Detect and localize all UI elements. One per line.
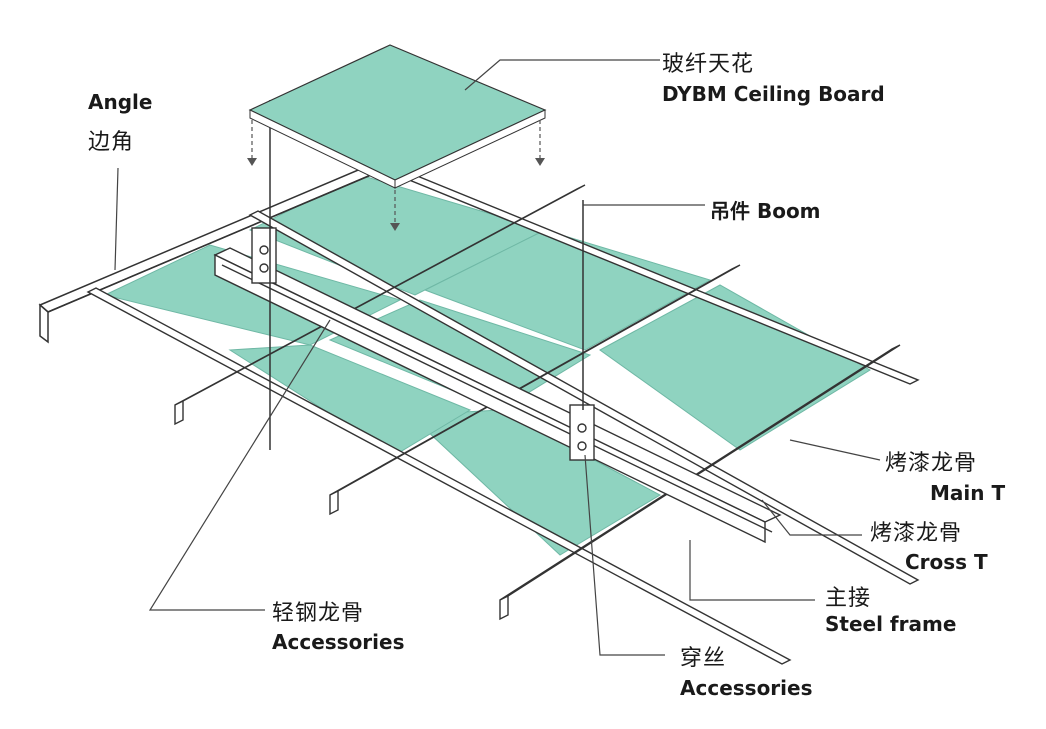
accessories-bottom-label-cn: 穿丝	[680, 646, 727, 671]
boom-label: 吊件 Boom	[710, 199, 821, 223]
leader-lines	[114, 59, 881, 656]
accessories-left-label-cn: 轻钢龙骨	[272, 601, 365, 626]
angle-label-cn: 边角	[88, 130, 135, 155]
accessories-left-label-en: Accessories	[272, 630, 405, 654]
steel-channel	[213, 247, 782, 544]
cross-t-label-cn: 烤漆龙骨	[870, 521, 963, 546]
panel-front	[408, 409, 662, 556]
hanger-rods	[269, 100, 584, 450]
angle-label-en: Angle	[88, 90, 153, 114]
main-t-label-cn: 烤漆龙骨	[885, 451, 978, 476]
drop-arrowheads	[247, 158, 545, 231]
panel-back-right	[423, 229, 712, 351]
main-t-rails	[86, 155, 920, 665]
cross-t-label-en: Cross T	[905, 550, 988, 574]
main-t-label-en: Main T	[930, 481, 1006, 505]
cross-t-rails	[174, 184, 901, 621]
accessories-bottom-label-en: Accessories	[680, 676, 813, 700]
boom-hangers	[251, 227, 595, 461]
floating-ceiling-board	[248, 44, 547, 189]
drop-arrows	[251, 120, 541, 225]
ceiling-board-label-cn: 玻纤天花	[662, 52, 755, 77]
steel-frame-label-en: Steel frame	[825, 612, 957, 636]
panel-right	[599, 284, 871, 451]
ceiling-board-label-en: DYBM Ceiling Board	[662, 82, 885, 106]
steel-frame-label-cn: 主接	[825, 586, 872, 611]
